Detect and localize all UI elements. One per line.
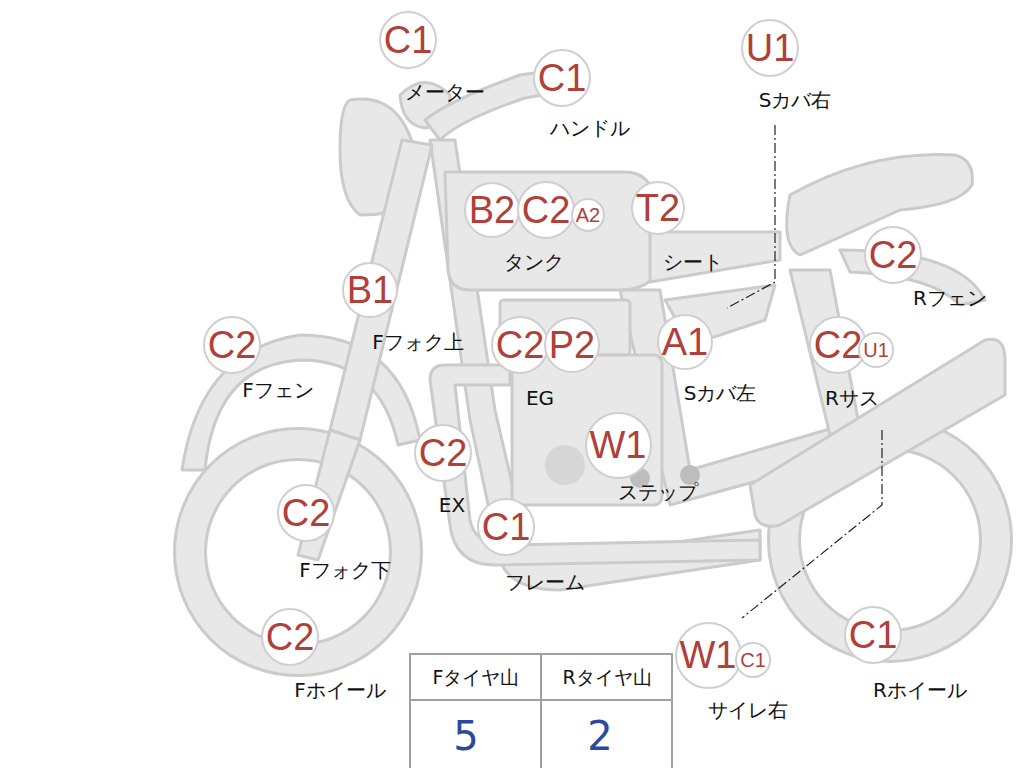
check-code: B1 (347, 271, 393, 309)
leader-line (727, 125, 775, 308)
check-code: P2 (549, 326, 595, 364)
check-code-circle: C1 (735, 642, 771, 678)
check-code: C2 (869, 236, 918, 274)
front-fork-upper (330, 140, 432, 440)
part-name: Rフェン (913, 287, 987, 309)
check-code-circle: U1 (741, 19, 800, 78)
check-code-circle: C2 (491, 316, 550, 375)
frame (430, 140, 760, 590)
table-value: 2 (587, 714, 612, 758)
part-name: Sカバ左 (684, 382, 757, 404)
check-code-circle: C1 (379, 11, 438, 70)
check-code: W1 (590, 426, 647, 464)
part-name: ステップ (618, 481, 698, 503)
fuel-tank (445, 172, 665, 290)
check-code-circle: P2 (544, 317, 600, 373)
check-code: T2 (636, 189, 680, 227)
check-code: C2 (419, 434, 468, 472)
check-code: C2 (282, 494, 331, 532)
check-code: A1 (662, 323, 708, 361)
check-code: U1 (863, 340, 889, 360)
check-code: C1 (740, 650, 766, 670)
part-name: EX (439, 494, 465, 516)
part-name: Fフォク上 (372, 331, 464, 353)
check-code: B2 (469, 191, 515, 229)
part-name: Rサス (825, 387, 879, 409)
table-value: 5 (453, 714, 478, 758)
check-code-circle: B2 (464, 182, 520, 238)
part-name: ハンドル (550, 117, 630, 139)
check-code: C1 (482, 508, 531, 546)
tire-table (410, 654, 672, 768)
check-code: C2 (522, 191, 571, 229)
check-code: C2 (266, 618, 315, 656)
table-header: Fタイヤ山 (433, 667, 520, 688)
check-code: C2 (814, 326, 863, 364)
part-name: Sカバ右 (759, 89, 832, 111)
check-code-circle: C1 (533, 49, 592, 108)
part-name: タンク (504, 251, 564, 273)
check-code-circle: C2 (203, 316, 262, 375)
part-name: Fホイール (294, 679, 386, 701)
check-code: C1 (849, 616, 898, 654)
seat (650, 232, 780, 282)
part-name: Rホイール (873, 679, 967, 701)
check-code: C2 (208, 326, 257, 364)
check-code: U1 (746, 29, 795, 67)
check-code: C1 (538, 59, 587, 97)
check-code: A2 (576, 205, 600, 225)
leader-line (742, 430, 882, 618)
part-name: サイレ右 (708, 699, 788, 721)
check-code-circle: W1 (675, 622, 742, 689)
check-code-circle: C2 (277, 484, 336, 543)
check-code-circle: U1 (858, 332, 894, 368)
part-name: フレーム (505, 571, 585, 593)
check-code: C1 (384, 21, 433, 59)
check-code-circle: C2 (414, 424, 473, 483)
check-code-circle: C2 (864, 226, 923, 285)
table-header: Rタイヤ山 (562, 667, 651, 688)
check-code-circle: A1 (657, 314, 713, 370)
check-code-circle: C1 (477, 498, 536, 557)
check-code-circle: W1 (585, 412, 652, 479)
part-name: Fフォク下 (299, 559, 391, 581)
check-code-circle: C2 (517, 181, 576, 240)
part-name: メーター (405, 81, 485, 103)
check-code-circle: C1 (844, 606, 903, 665)
check-code-circle: T2 (631, 181, 685, 235)
check-code: C2 (496, 326, 545, 364)
check-code-circle: C2 (261, 608, 320, 667)
part-name: Fフェン (242, 379, 314, 401)
check-code-circle: B1 (342, 262, 398, 318)
part-name: シート (663, 251, 723, 273)
part-name: EG (526, 387, 554, 409)
check-code: W1 (680, 636, 737, 674)
